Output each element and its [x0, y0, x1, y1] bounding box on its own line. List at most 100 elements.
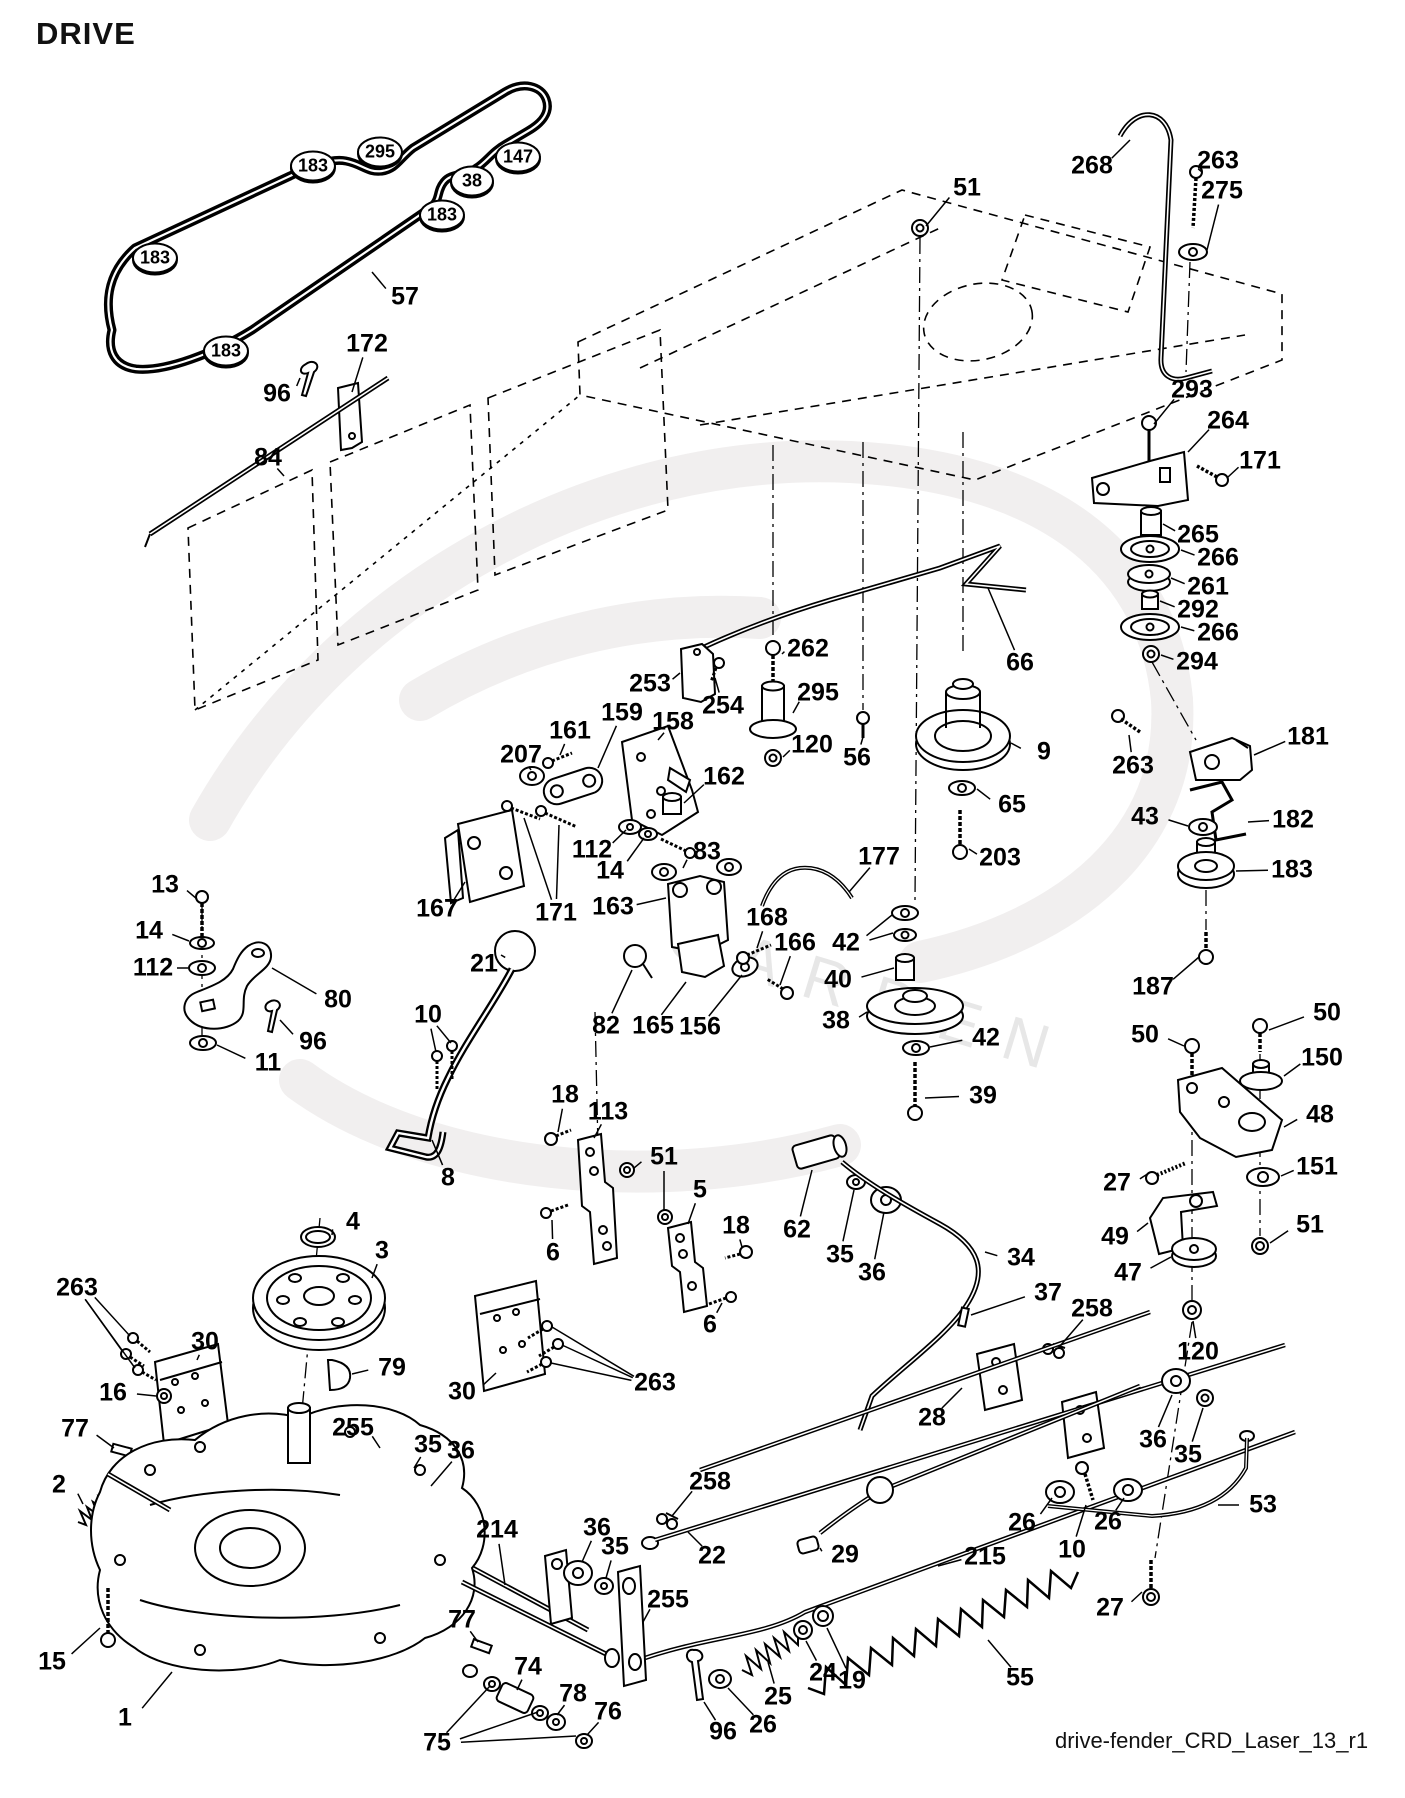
- washer-26-b: [1113, 1478, 1143, 1502]
- leader-line-15: [71, 1627, 101, 1655]
- rod-ferrule: [818, 1383, 1141, 1535]
- rod-215: [644, 1429, 1296, 1661]
- leader-line-14: [626, 837, 645, 862]
- washer-42-upper: [891, 905, 919, 942]
- leader-line-30: [482, 1372, 497, 1386]
- belt-pulley-badge-183: 183: [131, 242, 179, 274]
- leader-line-10: [430, 1028, 437, 1053]
- leader-line-22: [687, 1531, 703, 1547]
- leader-line-161: [559, 743, 566, 756]
- leader-line-76: [586, 1721, 600, 1736]
- part-callout-112: 112: [132, 953, 174, 982]
- leader-line-35: [1191, 1407, 1204, 1442]
- belt-pulley-badge-38: 38: [450, 165, 494, 197]
- leader-line-168: [756, 931, 764, 949]
- leader-line-261: [1170, 577, 1185, 585]
- leader-line-79: [351, 1369, 369, 1375]
- leader-line-215: [937, 1558, 962, 1567]
- washer-36-mid: [563, 1560, 593, 1586]
- part-callout-2: 2: [52, 1470, 66, 1499]
- leader-line-263: [94, 1296, 131, 1337]
- pulley-183-right: [1177, 837, 1235, 889]
- part-callout-167: 167: [416, 894, 458, 923]
- leader-line-258: [1059, 1319, 1084, 1347]
- leader-line-27: [1139, 1172, 1150, 1180]
- leader-line-38: [858, 1011, 868, 1018]
- leader-line-26: [727, 1687, 754, 1716]
- leader-line-207: [528, 766, 532, 771]
- part-callout-82: 82: [592, 1011, 620, 1040]
- part-callout-22: 22: [698, 1541, 726, 1570]
- part-callout-96: 96: [709, 1717, 737, 1746]
- leader-line-258: [671, 1490, 693, 1517]
- leader-line-266: [1180, 626, 1195, 632]
- part-callout-263: 263: [1197, 146, 1239, 175]
- pulley-9: [915, 678, 1011, 771]
- part-callout-120: 120: [791, 730, 833, 759]
- leader-line-66: [987, 587, 1016, 651]
- bracket-165: [676, 933, 726, 979]
- leader-line-1: [141, 1671, 173, 1709]
- leader-line-203: [968, 848, 978, 855]
- leader-line-214: [498, 1543, 506, 1586]
- part-callout-24: 24: [809, 1658, 837, 1687]
- washer-11: [189, 1035, 217, 1051]
- part-callout-83: 83: [693, 837, 721, 866]
- leader-line-83: [682, 859, 688, 869]
- leader-line-163: [636, 897, 667, 906]
- part-callout-151: 151: [1296, 1152, 1338, 1181]
- part-callout-78: 78: [559, 1679, 587, 1708]
- washers-75: [462, 1664, 549, 1721]
- part-callout-266: 266: [1197, 618, 1239, 647]
- part-callout-275: 275: [1201, 176, 1243, 205]
- nut-24: [793, 1620, 813, 1640]
- part-callout-26: 26: [1094, 1507, 1122, 1536]
- part-callout-5: 5: [693, 1175, 707, 1204]
- part-callout-10: 10: [414, 1000, 442, 1029]
- leader-line-18: [739, 1239, 743, 1248]
- part-callout-14: 14: [135, 916, 163, 945]
- leader-line-42: [929, 1039, 963, 1048]
- leader-line-77: [469, 1630, 479, 1643]
- bolt-15: [100, 1588, 116, 1648]
- part-callout-56: 56: [843, 743, 871, 772]
- leader-line-21: [500, 954, 506, 959]
- leader-line-263: [1128, 734, 1132, 753]
- leader-line-50: [1167, 1038, 1185, 1047]
- part-callout-6: 6: [703, 1310, 717, 1339]
- leader-line-42: [869, 932, 894, 941]
- leader-line-49: [1136, 1222, 1149, 1233]
- part-callout-74: 74: [514, 1652, 542, 1681]
- leader-line-82: [611, 969, 633, 1014]
- part-callout-3: 3: [375, 1236, 389, 1265]
- part-callout-265: 265: [1177, 520, 1219, 549]
- cap-29: [796, 1535, 820, 1555]
- part-callout-77: 77: [61, 1414, 89, 1443]
- part-callout-16: 16: [99, 1378, 127, 1407]
- rod-177: [760, 865, 854, 907]
- part-callout-264: 264: [1207, 406, 1249, 435]
- part-callout-158: 158: [652, 707, 694, 736]
- part-callout-214: 214: [476, 1515, 518, 1544]
- bolt-6-lower: [708, 1291, 737, 1306]
- part-callout-84: 84: [254, 443, 282, 472]
- leader-line-65: [976, 788, 991, 800]
- leader-line-13: [186, 890, 198, 900]
- part-callout-4: 4: [346, 1207, 360, 1236]
- leader-line-264: [1187, 429, 1210, 453]
- parts: [77, 112, 1296, 1749]
- arm-80: [183, 941, 273, 1030]
- part-callout-43: 43: [1131, 802, 1159, 831]
- part-callout-50: 50: [1313, 998, 1341, 1027]
- belt-pulley-badge-183: 183: [202, 335, 250, 367]
- washer-35-mid: [594, 1577, 614, 1595]
- leader-line-255: [371, 1435, 381, 1449]
- part-callout-62: 62: [783, 1215, 811, 1244]
- part-callout-35: 35: [414, 1430, 442, 1459]
- part-callout-11: 11: [254, 1048, 282, 1077]
- leader-line-80: [271, 967, 317, 995]
- part-callout-9: 9: [1037, 737, 1051, 766]
- pulley-3: [252, 1255, 386, 1351]
- ring-4: [300, 1226, 336, 1248]
